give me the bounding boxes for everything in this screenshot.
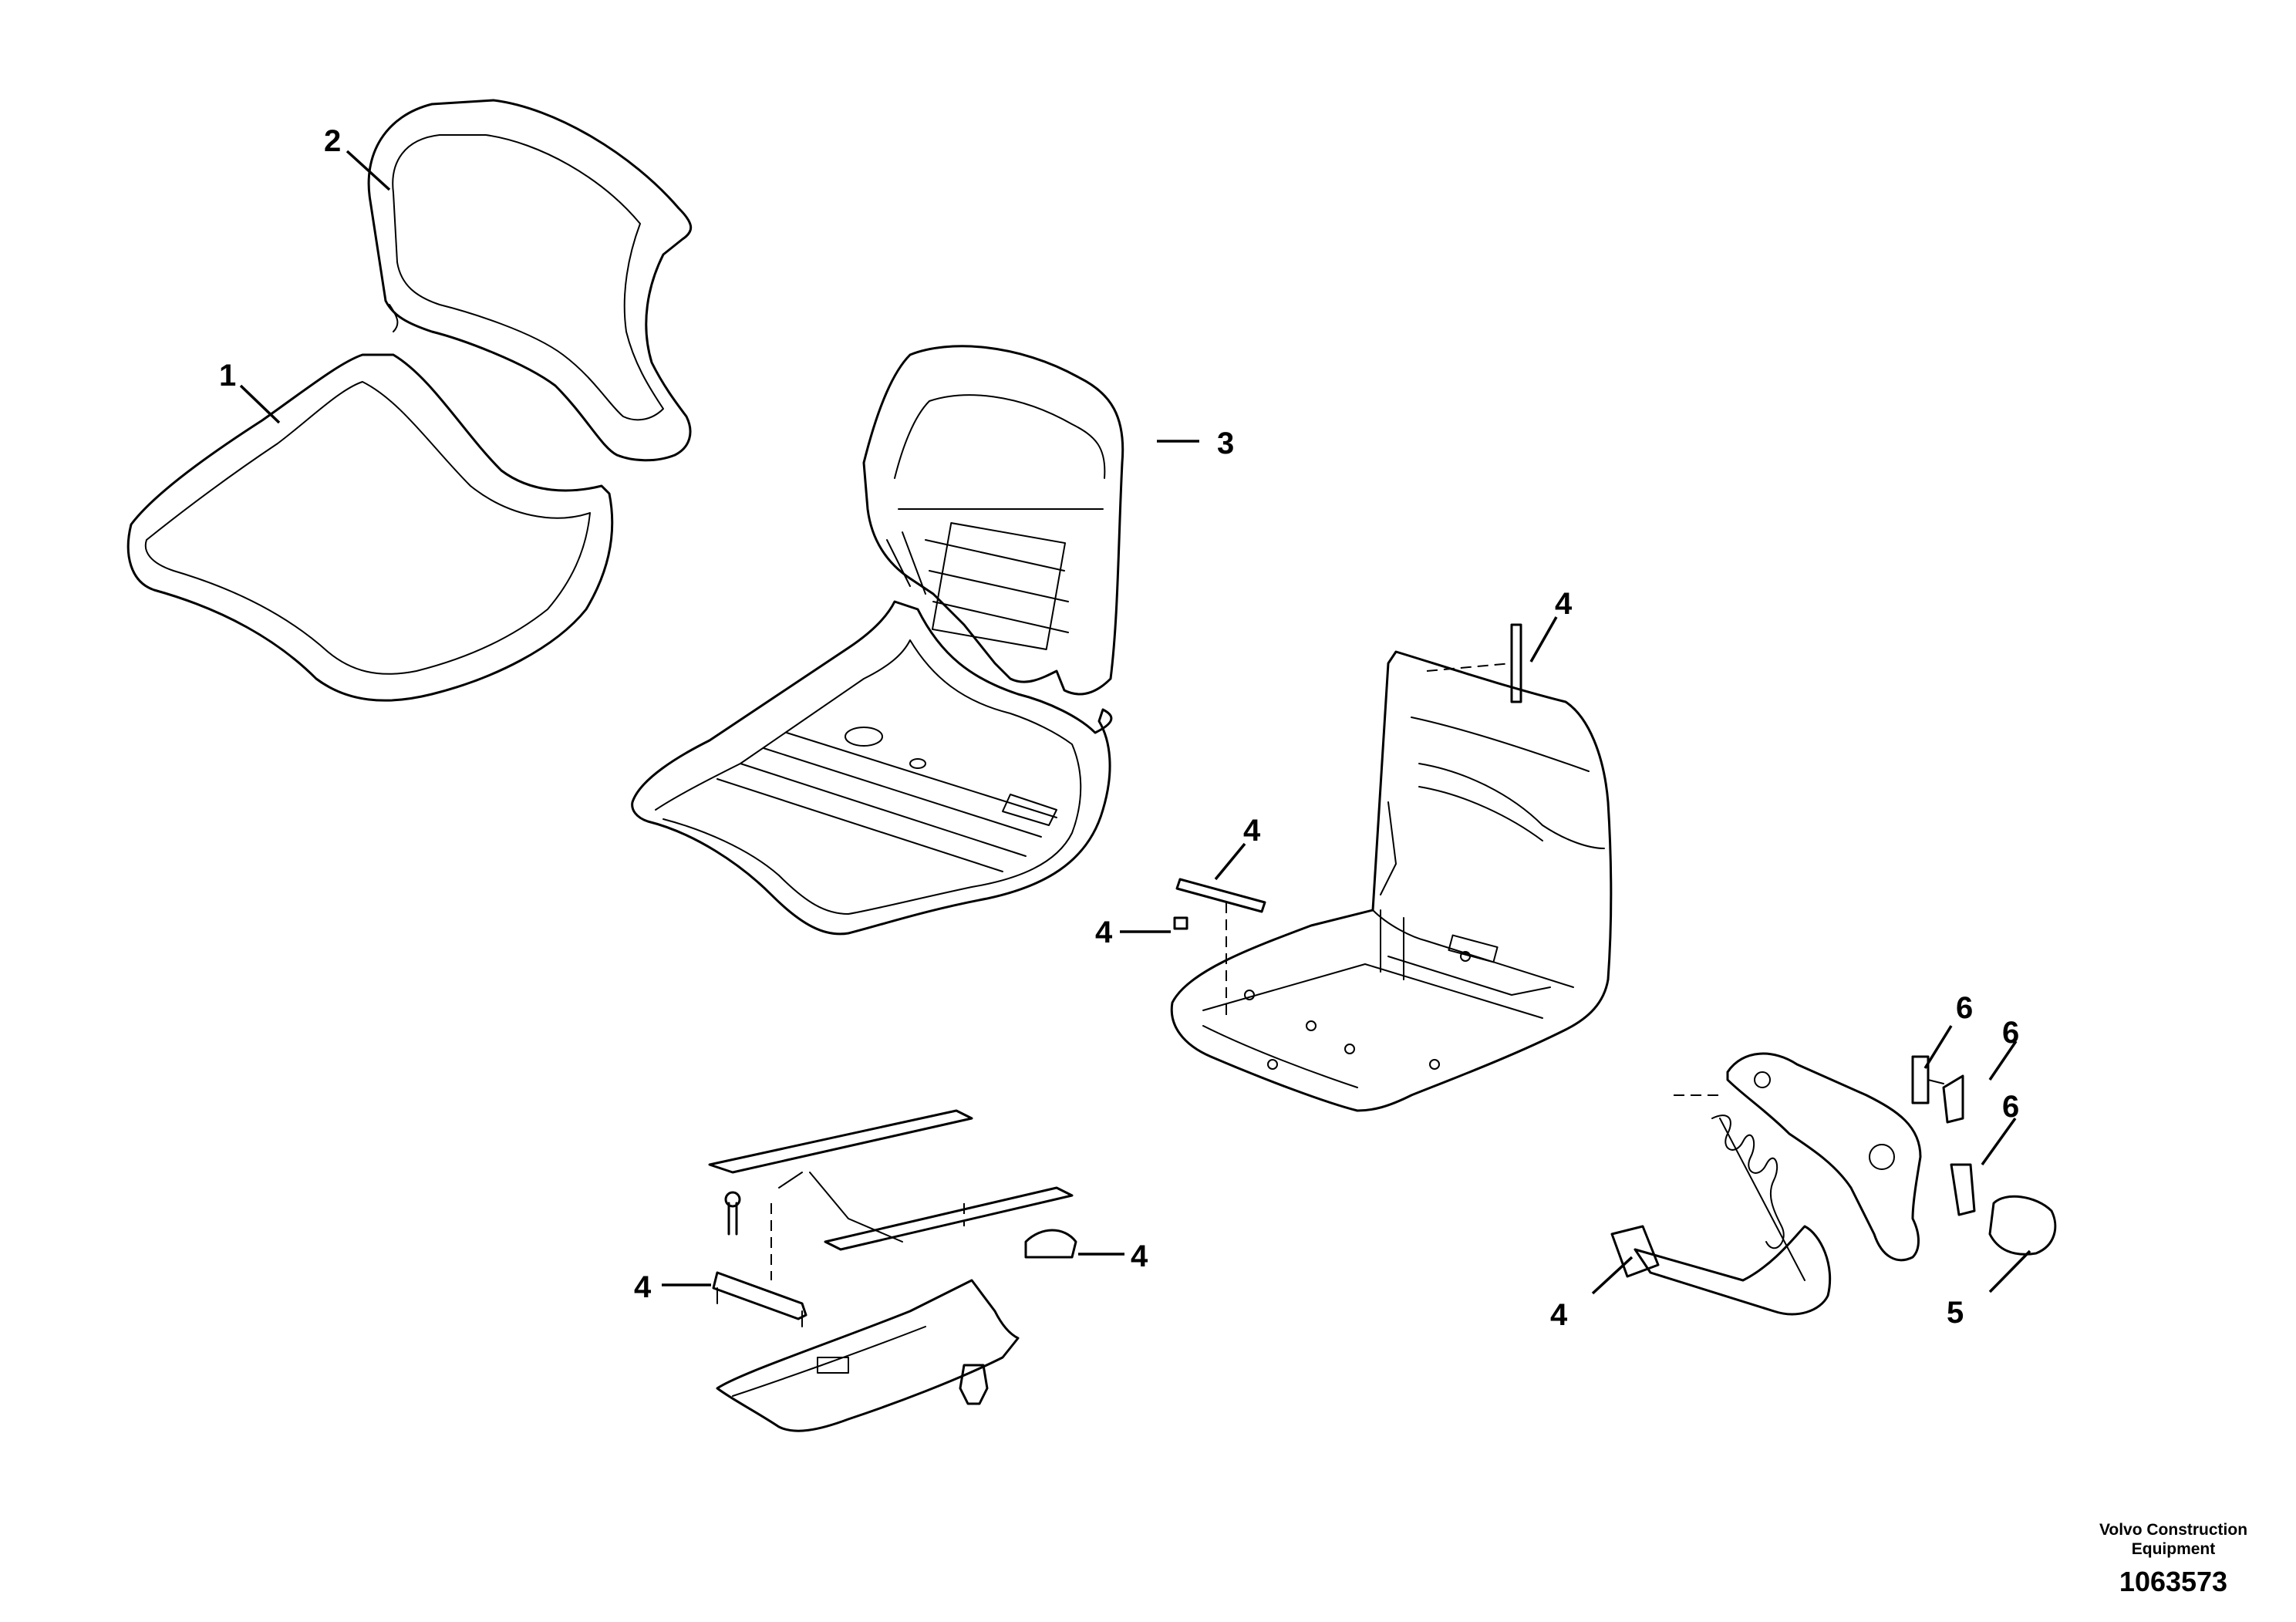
callout-labels: 2 1 3 4 4 4 4 4 4 6 6 6 5	[219, 124, 2019, 1332]
callout-5: 5	[1947, 1296, 1964, 1330]
leader-1	[239, 384, 281, 424]
leader-5	[1988, 1249, 2031, 1293]
leader-4a	[1529, 616, 1558, 663]
callout-4f: 4	[1550, 1298, 1568, 1332]
company-name-line2: Equipment	[2132, 1540, 2216, 1558]
seat-base-frame	[1170, 623, 1613, 1112]
leader-lines	[239, 150, 2031, 1295]
callout-4e: 4	[634, 1270, 652, 1304]
callout-2: 2	[324, 124, 341, 158]
callout-4a: 4	[1555, 587, 1573, 621]
rod-and-clip	[1173, 878, 1266, 1018]
leader-2	[346, 150, 391, 191]
callout-4d: 4	[1131, 1239, 1148, 1273]
callout-6a: 6	[1956, 991, 1973, 1025]
seat-frame-assembly	[631, 345, 1124, 936]
leader-6b	[1988, 1040, 2018, 1081]
seat-cushion	[126, 353, 614, 702]
callout-1: 1	[219, 359, 236, 393]
callout-6c: 6	[2002, 1090, 2019, 1124]
leader-6c	[1981, 1117, 2017, 1166]
company-name-line1: Volvo Construction	[2099, 1521, 2247, 1539]
seat-belt-assembly	[1610, 1052, 2057, 1316]
callout-6b: 6	[2002, 1016, 2019, 1050]
callout-4c: 4	[1095, 916, 1113, 949]
drawing-number: 1063573	[2119, 1566, 2227, 1597]
leader-4f	[1591, 1256, 1633, 1295]
callout-4b: 4	[1243, 814, 1261, 848]
leader-6a	[1923, 1025, 1953, 1069]
callout-3: 3	[1217, 427, 1234, 460]
leader-4b	[1214, 842, 1246, 881]
slide-rail-assembly	[708, 1109, 1077, 1432]
drawing-footer: Volvo Construction Equipment 1063573	[2099, 1521, 2247, 1597]
backrest-cushion	[367, 99, 693, 462]
